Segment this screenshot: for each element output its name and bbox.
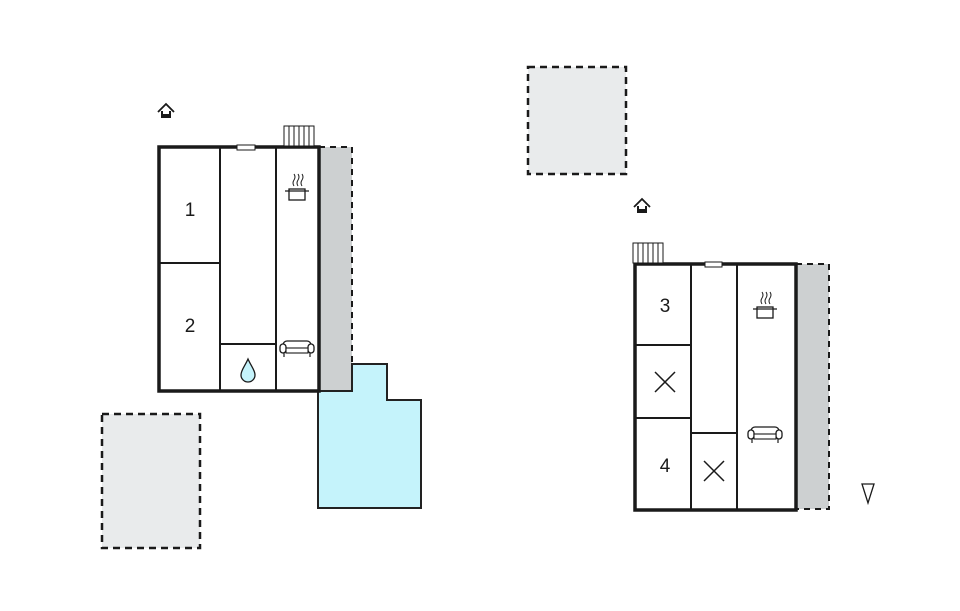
outbuilding-top-right (526, 65, 628, 176)
sofa-icon (747, 426, 783, 443)
north-arrow-icon (861, 483, 875, 506)
chimney-icon (632, 242, 664, 264)
pool (317, 363, 422, 509)
water-drop-icon (240, 357, 256, 383)
cross-icon (703, 460, 725, 482)
left-house: 1 2 (157, 102, 422, 509)
right-house: 3 4 (632, 197, 830, 512)
house-entrance-icon (157, 102, 175, 118)
house-entrance-icon (633, 197, 651, 213)
kitchen-pot-icon (753, 291, 777, 319)
terrace-left (318, 146, 353, 392)
chimney-icon (283, 125, 315, 147)
terrace-right (795, 263, 830, 510)
outbuilding-bottom-left (100, 412, 202, 550)
house-outline-left (157, 145, 321, 393)
kitchen-pot-icon (285, 173, 309, 201)
room-label-3: 3 (660, 296, 671, 317)
sofa-icon (279, 340, 315, 357)
window (704, 261, 723, 268)
room-label-4: 4 (660, 456, 671, 477)
room-label-1: 1 (185, 200, 196, 221)
room-label-2: 2 (185, 316, 196, 337)
window (236, 144, 256, 151)
cross-icon (654, 371, 676, 393)
